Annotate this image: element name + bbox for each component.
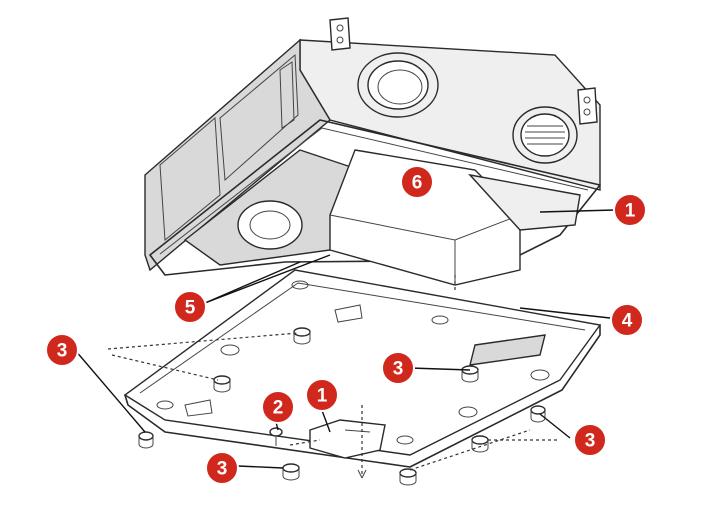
badge-number: 1: [317, 386, 328, 407]
badge-1-bottom: 1: [305, 378, 339, 412]
badge-number: 3: [393, 359, 404, 380]
badge-number: 4: [622, 311, 633, 332]
duct-connector-right: [512, 106, 578, 164]
badge-6: 6: [400, 165, 434, 199]
leader-lines: [74, 209, 616, 469]
foot-5: [282, 463, 300, 481]
duct-connector-left: [357, 52, 439, 118]
down-arrow-icon: [357, 469, 367, 479]
badge-3-left: 3: [45, 333, 79, 367]
badge-circle: [173, 290, 207, 324]
badge-number: 3: [217, 459, 228, 480]
foot-3: [138, 431, 154, 449]
badge-circle: [573, 423, 607, 457]
badge-circle: [381, 351, 415, 385]
badge-4: 4: [610, 303, 644, 337]
badge-5: 5: [173, 290, 207, 324]
badge-3-bottom: 3: [205, 451, 239, 485]
foot-7: [530, 405, 546, 423]
badge-number: 5: [185, 298, 196, 319]
badge-number: 2: [273, 398, 284, 419]
foot-1: [293, 327, 311, 345]
badge-number: 1: [625, 201, 636, 222]
badge-3-right: 3: [573, 423, 607, 457]
foot-2: [213, 375, 231, 393]
assembly-guide-lines: [107, 275, 560, 478]
badge-1-top: 1: [613, 193, 647, 227]
foot-8: [399, 468, 417, 486]
badge-circle: [613, 193, 647, 227]
badge-3-center: 3: [381, 351, 415, 385]
badge-number: 3: [57, 341, 68, 362]
badge-number: 3: [585, 431, 596, 452]
badge-2: 2: [261, 390, 295, 424]
badge-number: 6: [412, 173, 423, 194]
badge-circle: [205, 451, 239, 485]
badge-circle: [400, 165, 434, 199]
screw: [269, 427, 283, 446]
callout-badges: 6 1 5 4 3 3 2 1 3 3: [45, 165, 647, 485]
bottom-cover-plate: [123, 269, 602, 468]
foot-6: [471, 435, 489, 453]
badge-circle: [610, 303, 644, 337]
badge-circle: [305, 378, 339, 412]
badge-circle: [261, 390, 295, 424]
badge-circle: [45, 333, 79, 367]
